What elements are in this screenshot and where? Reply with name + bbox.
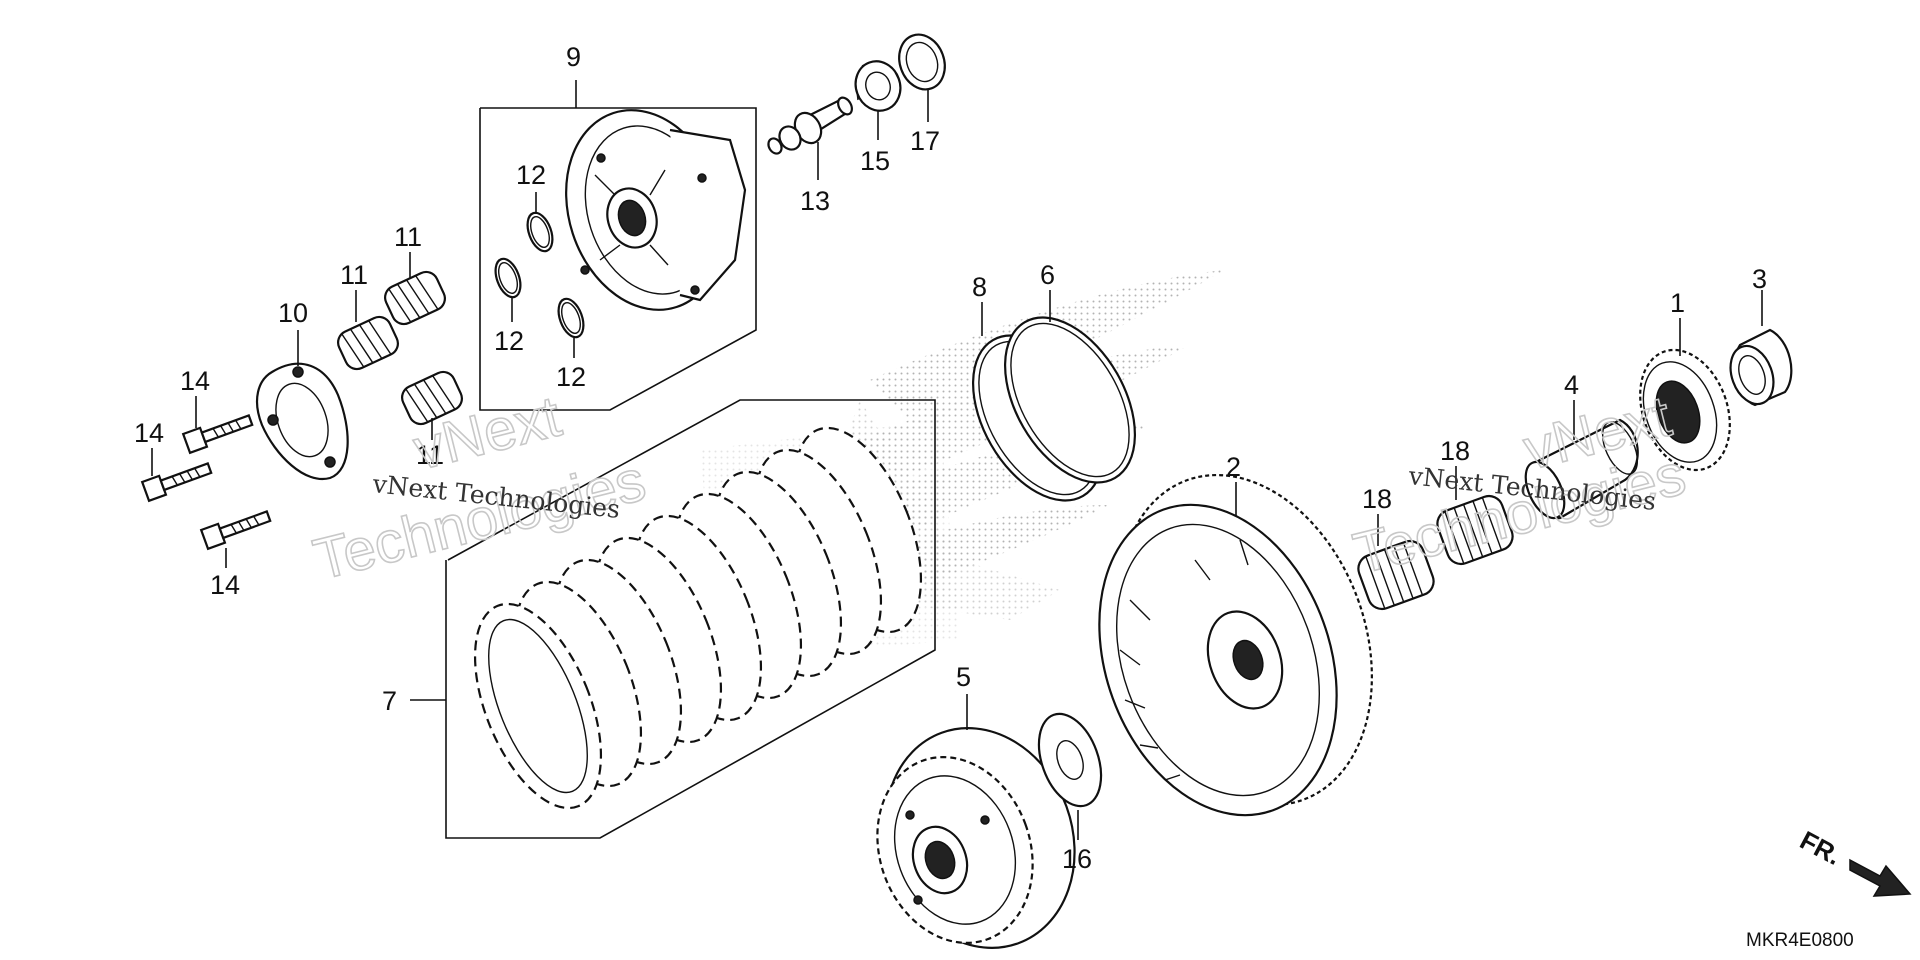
callout-14-left: 14 [134, 418, 164, 448]
needle-bearings [1357, 494, 1514, 611]
callout-labels: 1 2 3 4 5 6 7 8 9 10 11 11 11 12 12 12 1… [134, 42, 1767, 874]
callout-11-lower: 11 [416, 440, 444, 470]
callout-16: 16 [1062, 844, 1092, 874]
lifter-rod [767, 96, 853, 155]
callout-14-lower: 14 [210, 570, 240, 600]
callout-11-middle: 11 [340, 260, 368, 290]
clutch-collar [1524, 418, 1639, 520]
thrust-washer [1037, 712, 1103, 808]
callout-14-upper: 14 [180, 366, 210, 396]
callout-2: 2 [1226, 452, 1241, 482]
clutch-springs [337, 270, 463, 426]
callout-12-right: 12 [556, 362, 586, 392]
ball-bearing [1729, 328, 1793, 407]
callout-6: 6 [1040, 260, 1055, 290]
front-direction-indicator: FR. [1795, 825, 1912, 897]
diagram-code: MKR4E0800 [1746, 930, 1854, 951]
flange-bolts [140, 414, 272, 551]
callout-18-left: 18 [1362, 484, 1392, 514]
callout-13: 13 [800, 186, 830, 216]
spring-plate [255, 362, 349, 481]
callout-11-upper: 11 [394, 222, 422, 252]
lock-nut [854, 60, 902, 112]
callout-7: 7 [382, 686, 397, 716]
callout-1: 1 [1670, 288, 1685, 318]
callout-15: 15 [860, 146, 890, 176]
callout-9: 9 [566, 42, 581, 72]
group-box-pressure-plate [479, 107, 757, 411]
primary-driven-gear [1639, 348, 1731, 472]
clutch-center [876, 727, 1076, 949]
pressure-plate [565, 109, 747, 311]
clutch-disc-stack [473, 426, 923, 810]
clutch-outer [1098, 473, 1373, 817]
front-direction-label: FR. [1795, 825, 1846, 871]
judder-rings [972, 316, 1136, 502]
group-box-clutch-discs [445, 399, 936, 839]
callout-8: 8 [972, 272, 987, 302]
washer-small [898, 33, 946, 91]
front-arrow-icon [1849, 858, 1912, 897]
callout-12-left: 12 [494, 326, 524, 356]
o-ring-set [494, 211, 585, 339]
callout-12-upper: 12 [516, 160, 546, 190]
callout-5: 5 [956, 662, 971, 692]
callout-18-right: 18 [1440, 436, 1470, 466]
callout-17: 17 [910, 126, 940, 156]
callout-3: 3 [1752, 264, 1767, 294]
callout-4: 4 [1564, 370, 1579, 400]
callout-10: 10 [278, 298, 308, 328]
